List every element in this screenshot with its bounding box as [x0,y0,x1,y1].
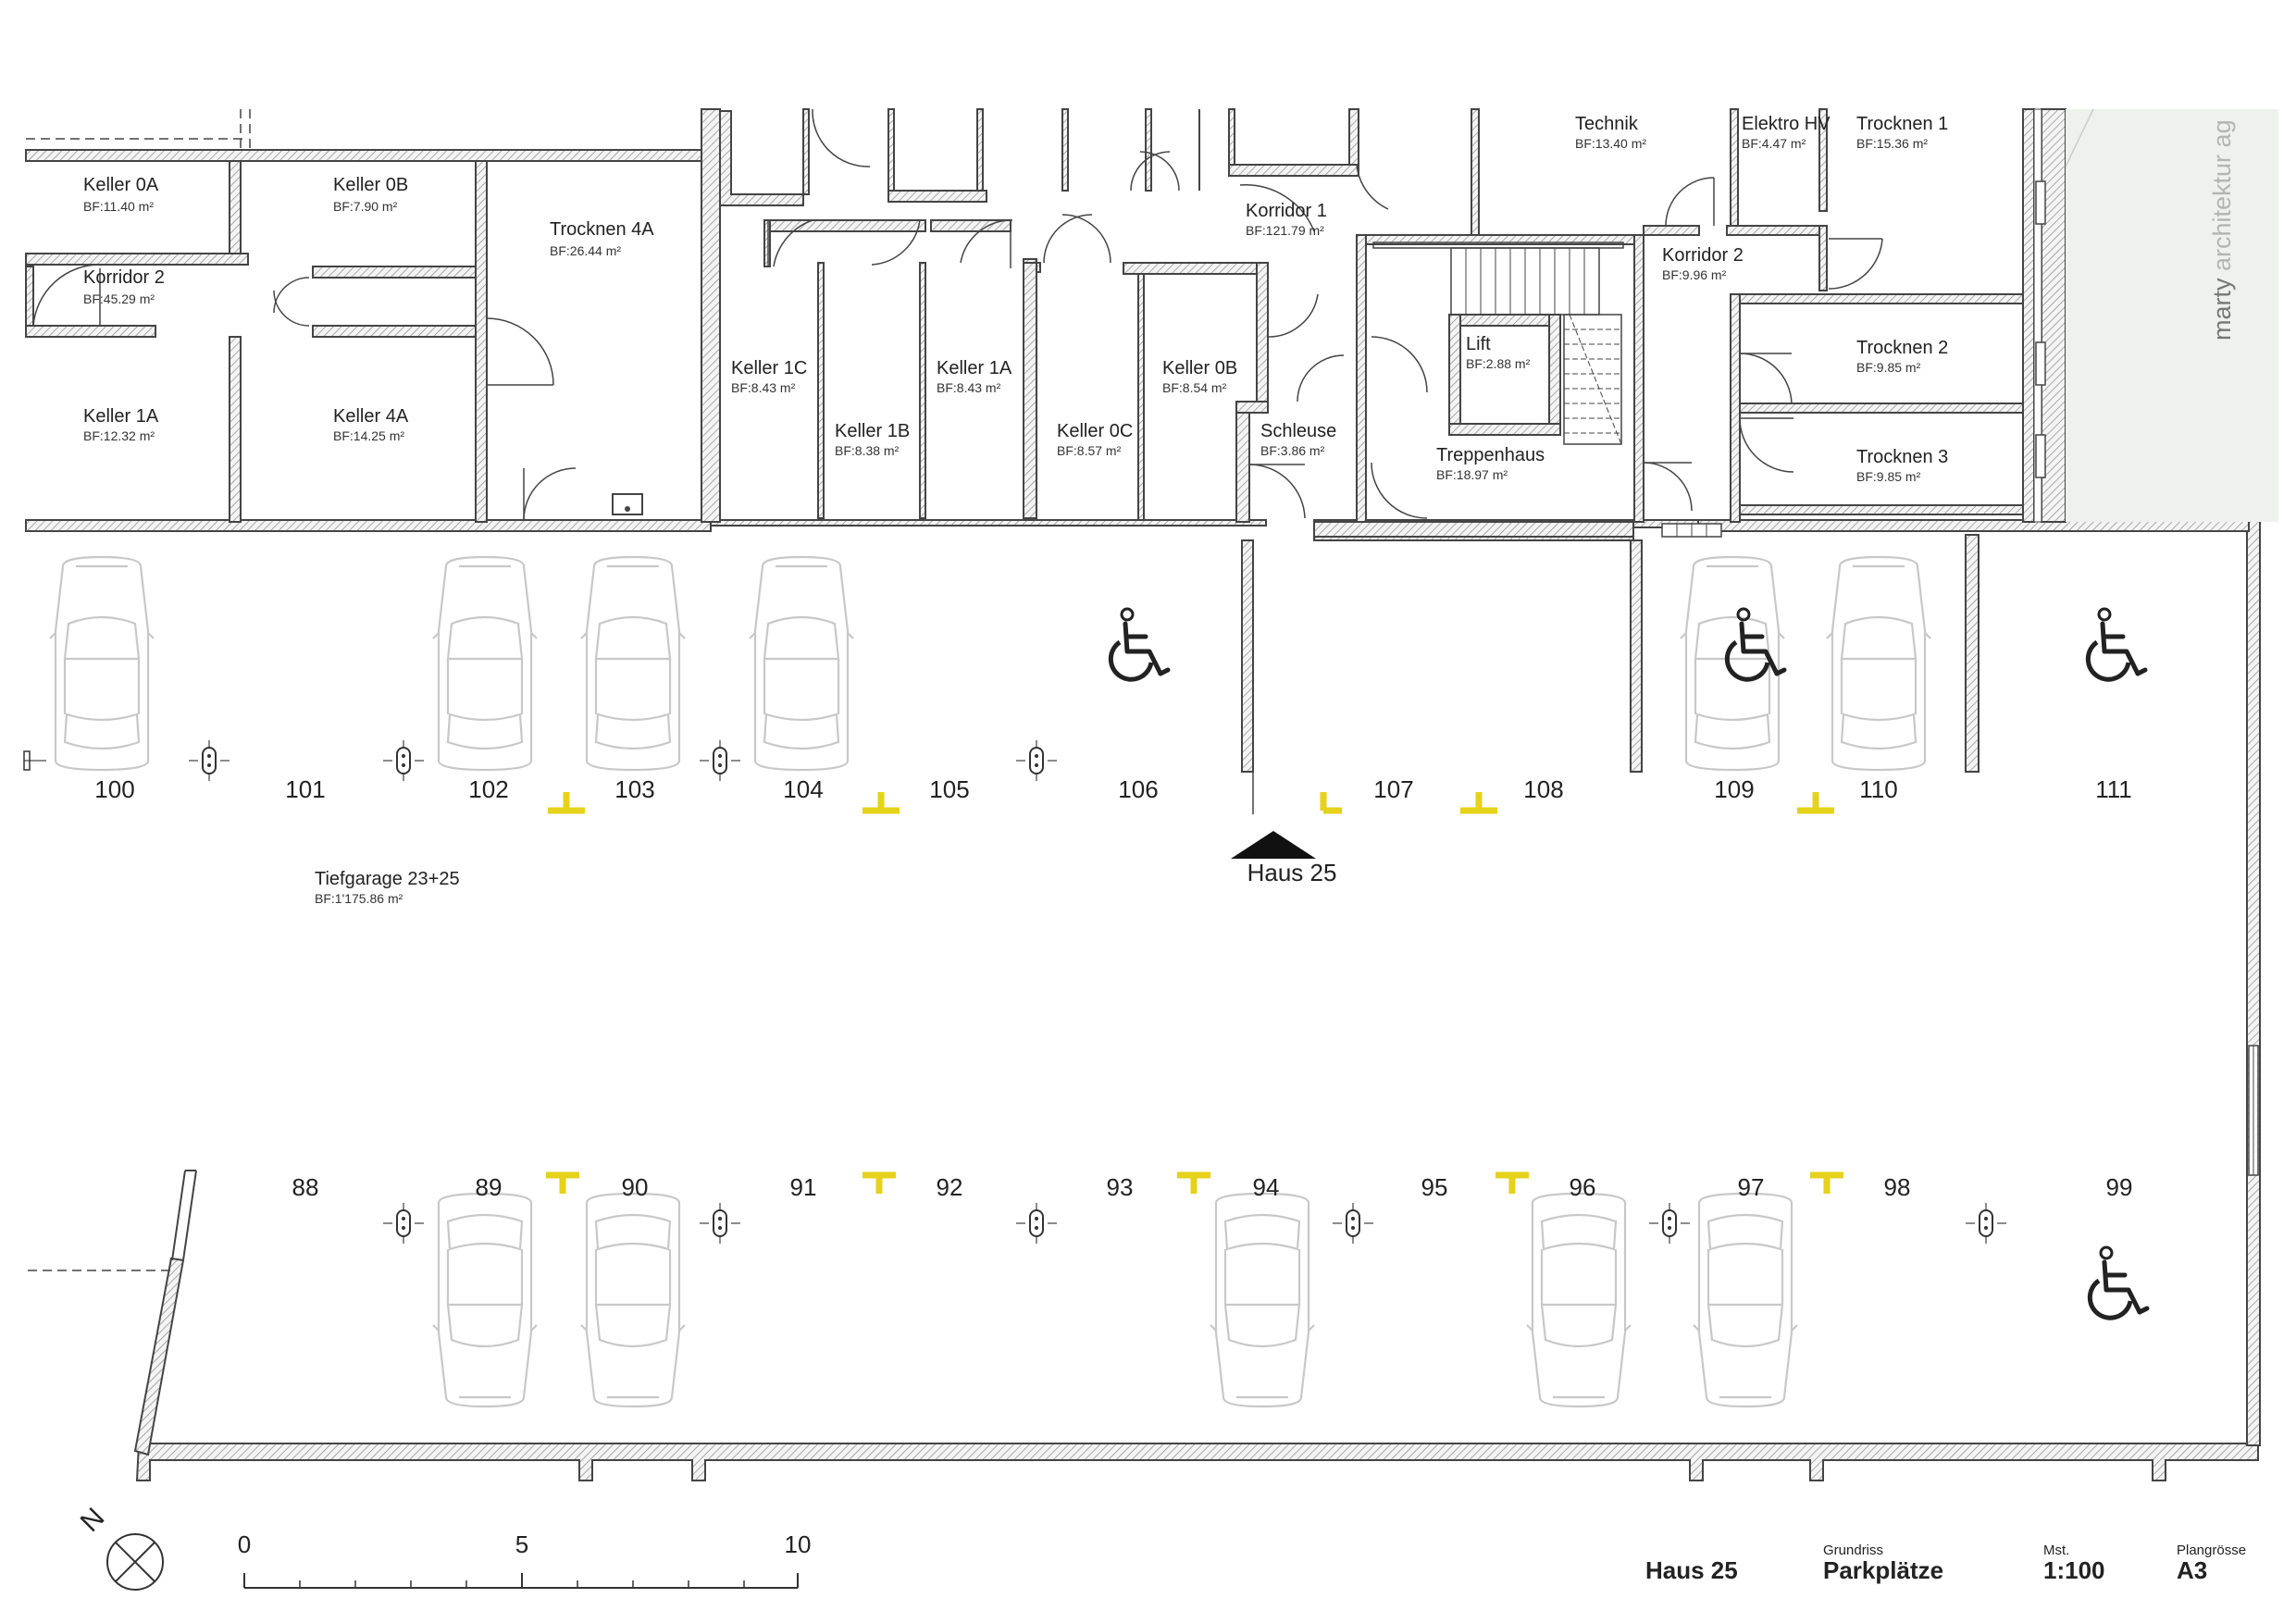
room-name: Treppenhaus [1436,445,1545,465]
basement-walls [25,108,2278,773]
parking-number: 98 [1884,1173,1911,1201]
room-area: BF:8.43 m² [731,380,796,395]
room-name: Keller 0C [1057,421,1133,441]
parking-number: 105 [929,775,969,803]
room-area: BF:7.90 m² [333,199,398,214]
north-arrow-icon: N [75,1502,164,1591]
room-name: Tiefgarage 23+25 [315,869,460,889]
room-area: BF:9.96 m² [1662,267,1727,282]
scale-tick: 10 [785,1530,812,1558]
room-name: Elektro HV [1742,114,1831,134]
parking-number: 109 [1714,775,1754,803]
floor-markings [546,792,1843,1194]
room-area: BF:8.43 m² [937,380,1001,395]
parking-number: 95 [1421,1173,1448,1201]
size-value: A3 [2177,1556,2207,1584]
north-label: N [75,1502,111,1538]
room-name: Keller 4A [333,406,409,427]
plan-type: Parkplätze [1823,1556,1943,1584]
project-title: Haus 25 [1645,1556,1738,1584]
room-name: Lift [1466,334,1491,354]
entrance-arrow-icon [1231,831,1316,859]
parking-number: 102 [468,775,508,803]
scale-label: Mst. [2043,1542,2069,1558]
room-name: Trocknen 3 [1856,447,1948,467]
columns [23,739,2007,1245]
room-name: Keller 1B [835,421,910,441]
parking-number: 106 [1118,775,1158,803]
size-label: Plangrösse [2177,1542,2246,1558]
room-area: BF:2.88 m² [1466,356,1531,371]
room-name: Technik [1575,114,1639,134]
parking-number: 111 [2095,775,2132,803]
parking-number: 92 [937,1173,963,1201]
parking-number: 104 [783,775,823,803]
parking-number: 97 [1738,1173,1765,1201]
room-area: BF:12.32 m² [83,428,155,443]
room-area: BF:3.86 m² [1260,443,1325,458]
firm-logo: marty architektur ag [2208,119,2236,341]
room-name: Korridor 2 [83,267,165,288]
room-area: BF:11.40 m² [83,199,154,214]
parking-numbers-top: 100 101 102 103 104 105 106 107 108 109 … [94,775,2131,803]
wheelchair-icon [2088,609,2145,679]
room-area: BF:4.47 m² [1742,136,1806,151]
parking-number: 101 [285,775,325,803]
room-area: BF:1'175.86 m² [315,891,403,906]
room-area: BF:121.79 m² [1246,223,1324,238]
plan-type-label: Grundriss [1823,1542,1883,1558]
room-name: Korridor 2 [1662,245,1744,266]
cars [48,555,1932,1408]
room-name: Keller 0B [1162,358,1237,378]
parking-number: 89 [476,1173,503,1201]
parking-numbers-bottom: 88 89 90 91 92 93 94 95 96 97 98 99 [292,1173,2133,1201]
room-name: Keller 1C [731,358,807,378]
parking-number: 88 [292,1173,319,1201]
room-labels: Keller 0A BF:11.40 m² Keller 0B BF:7.90 … [83,114,1948,906]
scale-bar: 0 5 10 [238,1530,812,1589]
parking-number: 96 [1570,1173,1596,1201]
scale-tick: 5 [515,1530,528,1558]
room-area: BF:8.54 m² [1162,380,1227,395]
room-name: Schleuse [1260,421,1336,441]
entrance-label: Haus 25 [1247,859,1337,886]
room-area: BF:14.25 m² [333,428,404,443]
parking-number: 103 [614,775,654,803]
room-name: Keller 1A [937,358,1012,378]
garage-outer-walls [28,519,2261,1481]
room-area: BF:8.57 m² [1057,443,1122,458]
parking-number: 110 [1859,775,1897,803]
parking-number: 91 [790,1173,817,1201]
room-name: Trocknen 1 [1856,114,1948,134]
room-area: BF:9.85 m² [1856,360,1921,375]
room-area: BF:8.38 m² [835,443,900,458]
room-name: Keller 1A [83,406,159,427]
room-area: BF:26.44 m² [550,243,621,258]
room-name: Keller 0A [83,175,159,195]
room-area: BF:18.97 m² [1436,467,1508,482]
staircase [1450,247,1622,445]
room-name: Trocknen 4A [550,219,654,240]
wheelchair-icon [2090,1247,2147,1318]
parking-number: 93 [1107,1173,1134,1201]
room-name: Trocknen 2 [1856,338,1948,358]
parking-number: 108 [1523,775,1563,803]
parking-number: 107 [1373,775,1413,803]
room-area: BF:13.40 m² [1575,136,1646,151]
room-name: Keller 0B [333,175,408,195]
scale-value: 1:100 [2043,1556,2105,1584]
room-name: Korridor 1 [1246,201,1327,221]
parking-number: 99 [2106,1173,2133,1201]
wheelchair-icon [1111,609,1168,679]
scale-tick: 0 [238,1530,251,1558]
parking-number: 100 [94,775,134,803]
room-area: BF:15.36 m² [1856,136,1928,151]
parking-number: 90 [622,1173,649,1201]
room-area: BF:9.85 m² [1856,469,1921,484]
room-area: BF:45.29 m² [83,291,155,306]
parking-number: 94 [1253,1173,1280,1201]
title-block: Haus 25 Grundriss Parkplätze Mst. 1:100 … [1645,1542,2246,1584]
